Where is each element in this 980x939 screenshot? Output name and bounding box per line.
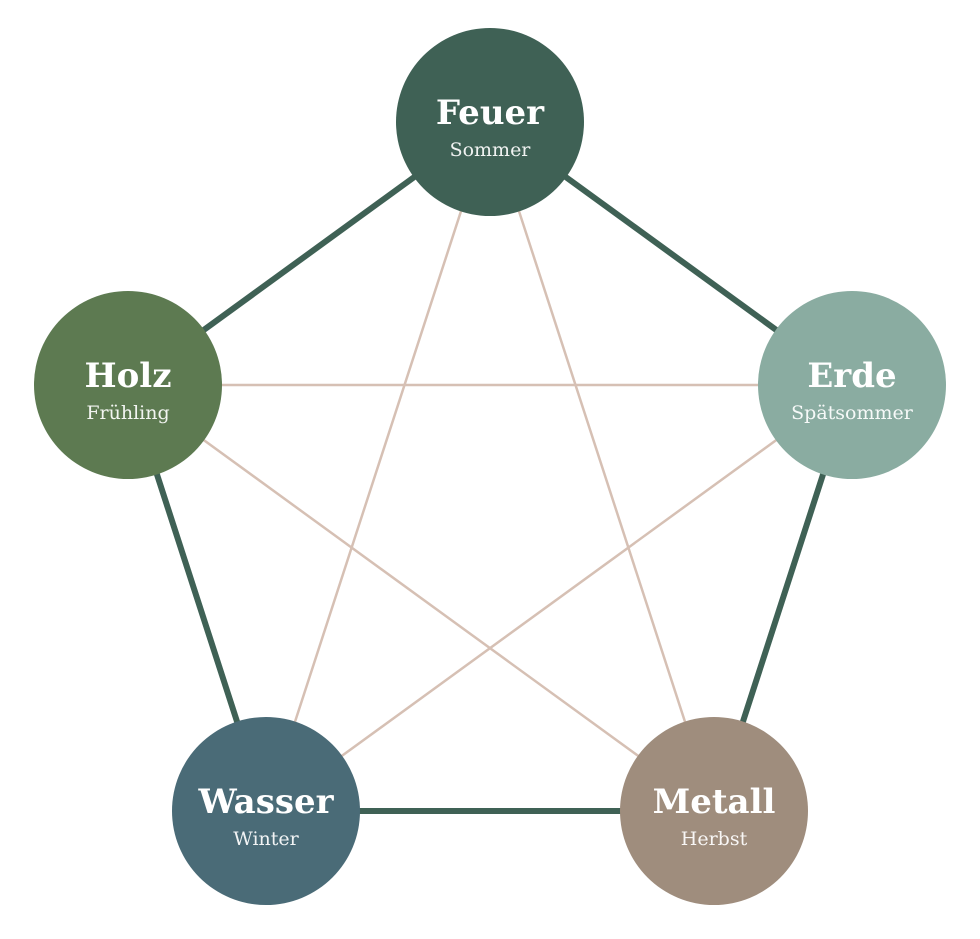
control-line-holz-metall	[127, 383, 715, 813]
element-season-feuer: Sommer	[450, 139, 532, 161]
generating-cycle-lines	[125, 119, 855, 814]
element-circle-holz	[34, 291, 222, 479]
element-name-metall: Metall	[653, 782, 776, 822]
element-circle-feuer	[396, 28, 584, 216]
element-season-holz: Frühling	[86, 402, 169, 424]
element-season-wasser: Winter	[233, 828, 299, 850]
control-line-feuer-wasser	[264, 121, 492, 812]
element-name-holz: Holz	[84, 356, 171, 396]
element-circle-wasser	[172, 717, 360, 905]
element-circle-erde	[758, 291, 946, 479]
control-line-feuer-metall	[488, 121, 716, 812]
element-name-erde: Erde	[807, 356, 896, 396]
element-name-wasser: Wasser	[197, 782, 334, 822]
element-season-metall: Herbst	[681, 828, 748, 850]
control-cycle-lines	[127, 121, 853, 813]
element-name-feuer: Feuer	[436, 93, 545, 133]
element-season-erde: Spätsommer	[791, 402, 914, 424]
element-circle-metall	[620, 717, 808, 905]
control-line-erde-wasser	[265, 383, 853, 813]
